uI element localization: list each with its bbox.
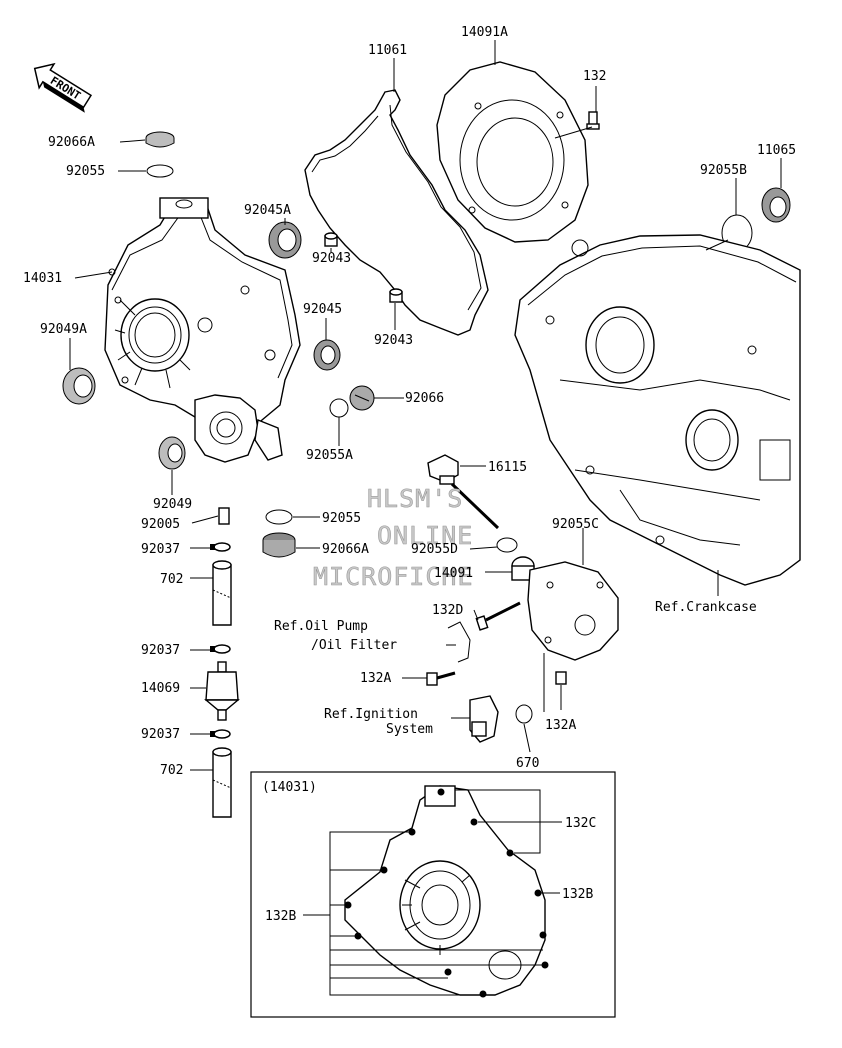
ref-crankcase-label: Ref.Crankcase <box>655 600 757 615</box>
label-132: 132 <box>583 69 606 84</box>
label-92055C: 92055C <box>552 517 599 532</box>
label-92066A: 92066A <box>48 135 95 150</box>
leader-lines <box>69 40 782 771</box>
oil-seal-92049A <box>62 367 96 405</box>
label-92055A: 92055A <box>306 448 353 463</box>
label-92066: 92066 <box>405 391 444 406</box>
ignition-sensor <box>469 695 499 743</box>
inset-leader-lines <box>303 789 562 996</box>
dowel-92043-a <box>324 232 338 247</box>
label-92037-c: 92037 <box>141 727 180 742</box>
label-92049: 92049 <box>153 497 192 512</box>
label-132B-b: 132B <box>265 909 296 924</box>
label-92055-mid: 92055 <box>322 511 361 526</box>
bolt-132D <box>475 601 521 631</box>
dowel-92043-b <box>389 288 403 303</box>
label-132C: 132C <box>565 816 596 831</box>
label-92049A: 92049A <box>40 322 87 337</box>
bolt-132A-a <box>426 671 456 686</box>
fitting-92005 <box>218 507 230 525</box>
label-11065: 11065 <box>757 143 796 158</box>
hose-702-b <box>212 747 232 818</box>
label-92045: 92045 <box>303 302 342 317</box>
front-arrow-icon: FRONT <box>33 62 93 113</box>
oil-seal-92049 <box>158 436 186 470</box>
filter-14069 <box>204 661 240 721</box>
plug-92066 <box>349 385 375 411</box>
clamp-92037-a <box>210 542 231 552</box>
label-92043-b: 92043 <box>374 333 413 348</box>
ref-ignition-system-label: System <box>386 722 433 737</box>
label-14069: 14069 <box>141 681 180 696</box>
label-92043-a: 92043 <box>312 251 351 266</box>
cover-14091 <box>511 556 619 661</box>
bolt-132 <box>586 111 600 130</box>
ref-ignition-label: Ref.Ignition <box>324 707 418 722</box>
crankcase-drawing <box>514 234 801 586</box>
label-702-b: 702 <box>160 763 183 778</box>
cap-92066A-top <box>145 131 175 148</box>
bolt-132A-b <box>555 671 567 685</box>
oring-670 <box>515 704 533 724</box>
watermark-line2: ONLINE <box>377 521 473 550</box>
label-132A-a: 132A <box>360 671 391 686</box>
inset-bolt-dots <box>344 788 549 998</box>
label-14031: 14031 <box>23 271 62 286</box>
oring-92055A <box>329 398 349 418</box>
label-702-a: 702 <box>160 572 183 587</box>
part-labels: 92066A 92055 14031 92049A 92045A 92045 9… <box>23 25 796 924</box>
clamp-92037-c <box>210 729 231 739</box>
crankcase-cover-drawing <box>104 197 301 463</box>
oring-92055-mid <box>265 509 293 525</box>
gasket-11061 <box>304 89 489 336</box>
bearing-92045 <box>313 339 341 371</box>
label-670: 670 <box>516 756 539 771</box>
label-14091A: 14091A <box>461 25 508 40</box>
label-92005: 92005 <box>141 517 180 532</box>
oring-92055D <box>496 537 518 553</box>
oil-pump-bracket <box>447 621 471 663</box>
ref-oil-pump-label: Ref.Oil Pump <box>274 619 368 634</box>
watermark-line3: MICROFICHE <box>313 562 474 591</box>
label-11061: 11061 <box>368 43 407 58</box>
oring-92055-top <box>146 164 174 178</box>
cap-92066A-mid <box>262 532 296 558</box>
inset-box <box>250 771 616 1018</box>
label-92055D: 92055D <box>411 542 458 557</box>
label-14091: 14091 <box>434 566 473 581</box>
reference-labels: Ref.Crankcase Ref.Oil Pump /Oil Filter R… <box>274 600 757 737</box>
dipstick-16115 <box>427 454 500 530</box>
cover-plate-14091A <box>436 61 589 243</box>
seal-11065 <box>761 187 791 223</box>
label-92037-b: 92037 <box>141 643 180 658</box>
label-92055-top: 92055 <box>66 164 105 179</box>
hose-702-a <box>212 560 232 626</box>
inset-cover-drawing <box>344 785 546 996</box>
label-92037-a: 92037 <box>141 542 180 557</box>
clamp-92037-b <box>210 644 231 654</box>
watermark-line1: HLSM'S <box>367 484 463 513</box>
watermark: HLSM'S ONLINE MICROFICHE <box>313 484 474 592</box>
label-92045A: 92045A <box>244 203 291 218</box>
label-132B-a: 132B <box>562 887 593 902</box>
ref-oil-filter-label: /Oil Filter <box>311 638 397 653</box>
bearing-92045A <box>268 221 302 259</box>
label-16115: 16115 <box>488 460 527 475</box>
label-132D: 132D <box>432 603 463 618</box>
label-14031-box: (14031) <box>262 780 317 795</box>
label-92066A-mid: 92066A <box>322 542 369 557</box>
label-132A-b: 132A <box>545 718 576 733</box>
label-92055B: 92055B <box>700 163 747 178</box>
